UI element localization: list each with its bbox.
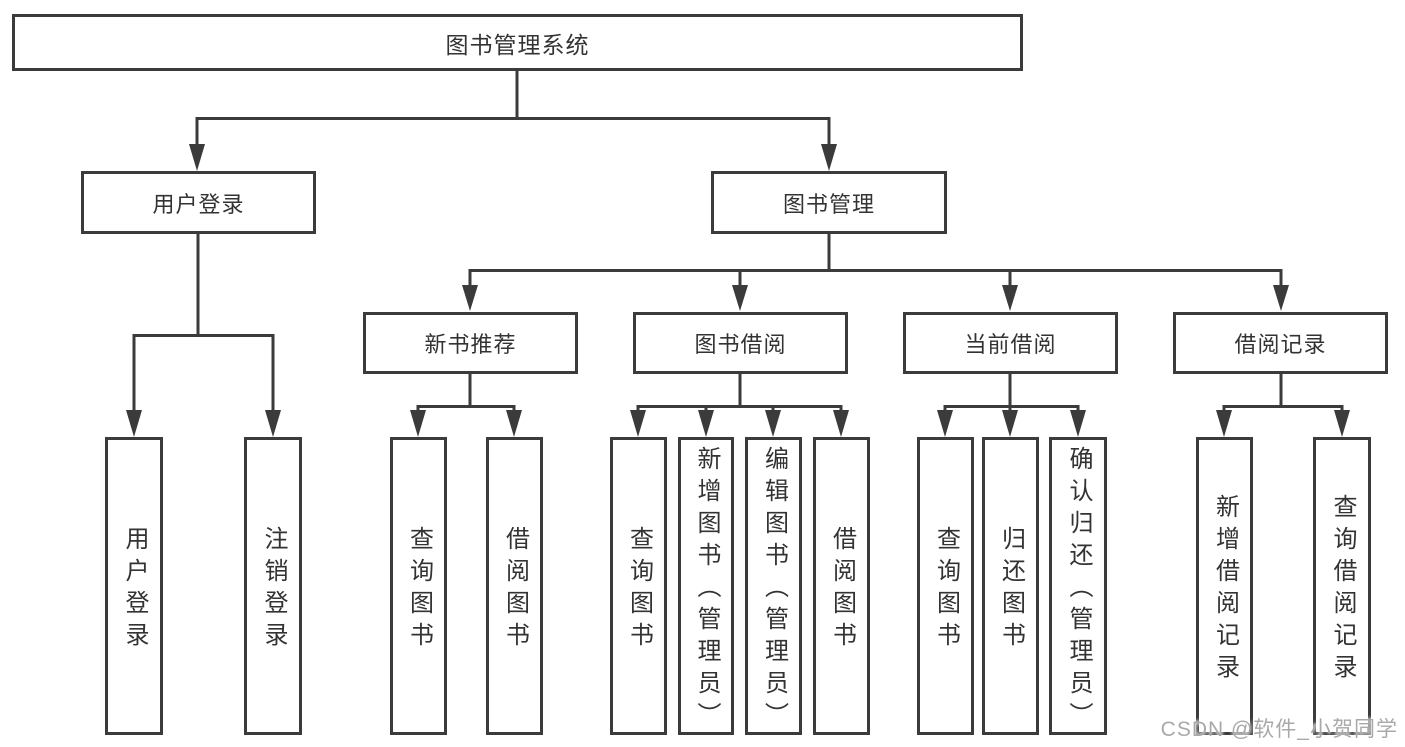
leaf-query-books-current: 查询图书 [917,437,974,735]
node-library-system: 图书管理系统 [12,14,1023,71]
leaf-label: 归还图书 [997,526,1025,654]
connector-new-book-recommend [410,374,522,437]
leaf-borrow-books-borrowing: 借阅图书 [813,437,870,735]
leaf-edit-book-admin: 编辑图书（管理员） [745,437,802,735]
leaf-label: 用户登录 [121,526,148,654]
leaf-return-books: 归还图书 [982,437,1039,735]
node-borrowing-records: 借阅记录 [1173,312,1388,374]
node-user-login: 用户登录 [81,171,316,234]
connector-current-borrowing [937,374,1086,437]
connector-book-borrowing [630,374,849,437]
leaf-label: 查询图书 [625,526,653,654]
leaf-label: 注销登录 [260,526,287,654]
leaf-label: 借阅图书 [501,526,529,654]
connector-user-login [126,234,281,437]
leaf-label: 借阅图书 [828,526,856,654]
leaf-label: 查询图书 [405,526,433,654]
leaf-add-borrow-record: 新增借阅记录 [1196,437,1253,735]
leaf-label: 新增借阅记录 [1211,494,1239,686]
leaf-add-book-admin: 新增图书（管理员） [678,437,734,735]
leaf-query-borrow-record: 查询借阅记录 [1313,437,1371,735]
node-new-book-recommend: 新书推荐 [363,312,578,374]
leaf-borrow-books-recommend: 借阅图书 [486,437,543,735]
leaf-label: 编辑图书（管理员） [760,446,788,734]
node-book-management: 图书管理 [711,171,947,234]
leaf-label: 查询图书 [932,526,960,654]
leaf-confirm-return-admin: 确认归还（管理员） [1049,437,1107,735]
connector-book-management [462,234,1289,311]
leaf-label: 查询借阅记录 [1329,494,1356,686]
leaf-user-login: 用户登录 [105,437,163,735]
leaf-query-books-recommend: 查询图书 [390,437,447,735]
node-current-borrowing: 当前借阅 [903,312,1118,374]
leaf-query-books-borrowing: 查询图书 [610,437,667,735]
leaf-label: 新增图书（管理员） [693,446,720,734]
watermark: CSDN @软件_小贺同学 [1160,718,1398,741]
leaf-logout: 注销登录 [244,437,302,735]
node-book-borrowing: 图书借阅 [633,312,848,374]
connector-borrowing-records [1216,374,1350,437]
leaf-label: 确认归还（管理员） [1065,446,1092,734]
connector-root [189,70,837,171]
